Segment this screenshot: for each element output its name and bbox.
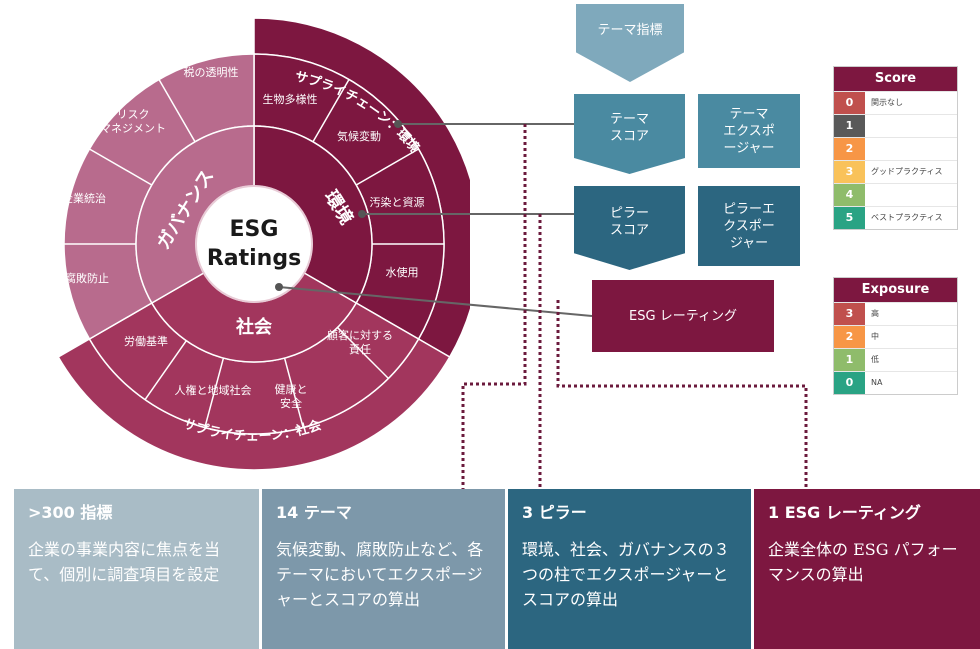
tile-theme-exposure-label: テーマ エクスポ ージャー bbox=[723, 106, 775, 156]
footer-desc-indicators: 企業の事業内容に焦点を当て、個別に調査項目を設定 bbox=[28, 540, 221, 584]
score-legend-row-label: 関示なし bbox=[871, 98, 903, 107]
theme-divider bbox=[312, 79, 350, 143]
footer-desc-themes: 気候変動、腐敗防止など、各テーマにおいてエクスポージャーとスコアの算出 bbox=[276, 540, 484, 609]
score-legend-row-number: 4 bbox=[834, 184, 865, 206]
tile-esg-rating: ESG レーティング bbox=[592, 280, 774, 352]
wheel-center-circle bbox=[195, 185, 313, 303]
dotted-path-themes bbox=[461, 124, 527, 496]
theme-divider bbox=[158, 79, 196, 143]
tile-theme-score: テーマ スコア bbox=[574, 94, 685, 174]
pillar-label-social: 社会 bbox=[236, 317, 272, 338]
theme-divider bbox=[204, 357, 225, 428]
exposure-legend-row-number: 2 bbox=[834, 326, 865, 348]
theme-customer-responsibility: 顧客に対する 責任 bbox=[327, 329, 393, 357]
footer-title-pillars: 3 ピラー bbox=[522, 503, 587, 522]
score-legend-row-number: 2 bbox=[834, 138, 865, 160]
score-legend-row-label: ベストプラクティス bbox=[871, 213, 943, 222]
score-legend-row-label bbox=[865, 184, 957, 206]
theme-risk-line-2: マネジメント bbox=[100, 122, 166, 135]
theme-health-line-1: 健康と bbox=[274, 383, 308, 396]
exposure-legend-row-number: 0 bbox=[834, 372, 865, 394]
exposure-legend-row-label: 中 bbox=[871, 332, 879, 341]
footer-title-indicators: >300 指標 bbox=[28, 503, 113, 522]
theme-risk-line-1: リスク bbox=[116, 108, 150, 121]
theme-customer-line-2: 責任 bbox=[349, 343, 371, 356]
score-legend-row: 5 ベストプラクティス bbox=[834, 206, 957, 229]
tile-theme-indicator-label: テーマ指標 bbox=[597, 22, 663, 38]
theme-divider bbox=[89, 148, 153, 186]
footer-box-pillars: 3 ピラー 環境、社会、ガバナンスの３つの柱でエクスポージャーとスコアの算出 bbox=[508, 489, 751, 649]
exposure-legend-row-number: 1 bbox=[834, 349, 865, 371]
exposure-legend-row-label: 低 bbox=[871, 355, 879, 364]
tile-pillar-score-label: ピラー スコア bbox=[609, 206, 649, 238]
theme-health-line-2: 安全 bbox=[280, 397, 302, 410]
theme-corporate-governance: 企業統治 bbox=[62, 192, 106, 205]
theme-climate-change: 気候変動 bbox=[337, 130, 381, 143]
theme-human-rights: 人権と地域社会 bbox=[174, 384, 252, 397]
tile-pillar-score: ピラー スコア bbox=[574, 186, 685, 270]
theme-tax-transparency: 税の透明性 bbox=[183, 66, 239, 79]
exposure-legend-row-label: NA bbox=[871, 378, 883, 387]
tile-pillar-exposure-label: ピラーエ クスポー ジャー bbox=[722, 201, 775, 251]
exposure-legend-title: Exposure bbox=[834, 278, 957, 302]
tile-esg-rating-label: ESG レーティング bbox=[629, 308, 737, 324]
tile-theme-indicator: テーマ指標 bbox=[576, 4, 684, 82]
exposure-legend-row-number: 3 bbox=[834, 303, 865, 325]
wheel-center-title-1: ESG bbox=[229, 217, 279, 242]
tile-pillar-exposure: ピラーエ クスポー ジャー bbox=[698, 186, 800, 266]
tile-theme-score-label: テーマ スコア bbox=[609, 112, 649, 144]
theme-divider bbox=[283, 357, 304, 428]
score-legend-row-number: 1 bbox=[834, 115, 865, 137]
score-legend-row-label bbox=[865, 138, 957, 160]
footer-box-themes: 14 テーマ 気候変動、腐敗防止など、各テーマにおいてエクスポージャーとスコアの… bbox=[262, 489, 505, 649]
footer-box-rating: 1 ESG レーティング 企業全体の ESG パフォーマンスの算出 bbox=[754, 489, 980, 649]
score-legend-row-number: 5 bbox=[834, 207, 865, 229]
score-legend-row: 4 bbox=[834, 183, 957, 206]
theme-anti-corruption: 腐敗防止 bbox=[65, 272, 109, 285]
theme-health-safety: 健康と 安全 bbox=[275, 383, 308, 411]
theme-labor-standards: 労働基準 bbox=[124, 335, 168, 348]
footer-title-rating: 1 ESG レーティング bbox=[768, 503, 921, 522]
score-legend-row-number: 3 bbox=[834, 161, 865, 183]
score-legend-row: 3 グッドプラクティス bbox=[834, 160, 957, 183]
theme-pollution-resources: 汚染と資源 bbox=[369, 196, 425, 209]
theme-divider bbox=[336, 326, 389, 379]
exposure-legend-row: 0 NA bbox=[834, 371, 957, 394]
score-legend-row-number: 0 bbox=[834, 92, 865, 114]
footer-title-themes: 14 テーマ bbox=[276, 503, 352, 522]
theme-biodiversity: 生物多様性 bbox=[262, 93, 318, 106]
theme-risk-management: リスク マネジメント bbox=[100, 108, 166, 136]
footer-desc-pillars: 環境、社会、ガバナンスの３つの柱でエクスポージャーとスコアの算出 bbox=[522, 540, 730, 609]
theme-water-use: 水使用 bbox=[385, 266, 419, 279]
footer-desc-rating: 企業全体の ESG パフォーマンスの算出 bbox=[768, 540, 958, 584]
tile-theme-exposure: テーマ エクスポ ージャー bbox=[698, 94, 800, 168]
theme-customer-line-1: 顧客に対する bbox=[327, 329, 393, 342]
footer-box-indicators: >300 指標 企業の事業内容に焦点を当て、個別に調査項目を設定 bbox=[14, 489, 259, 649]
exposure-legend-row-label: 高 bbox=[871, 309, 879, 318]
score-legend-row-label bbox=[865, 115, 957, 137]
theme-divider bbox=[355, 148, 419, 186]
wheel-center-title-2: Ratings bbox=[206, 246, 302, 271]
score-legend-row-label: グッドプラクティス bbox=[871, 167, 943, 176]
score-legend-row: 0 関示なし bbox=[834, 91, 957, 114]
score-legend-row: 2 bbox=[834, 137, 957, 160]
score-legend-row: 1 bbox=[834, 114, 957, 137]
theme-divider bbox=[144, 340, 187, 401]
score-legend-title: Score bbox=[834, 67, 957, 91]
